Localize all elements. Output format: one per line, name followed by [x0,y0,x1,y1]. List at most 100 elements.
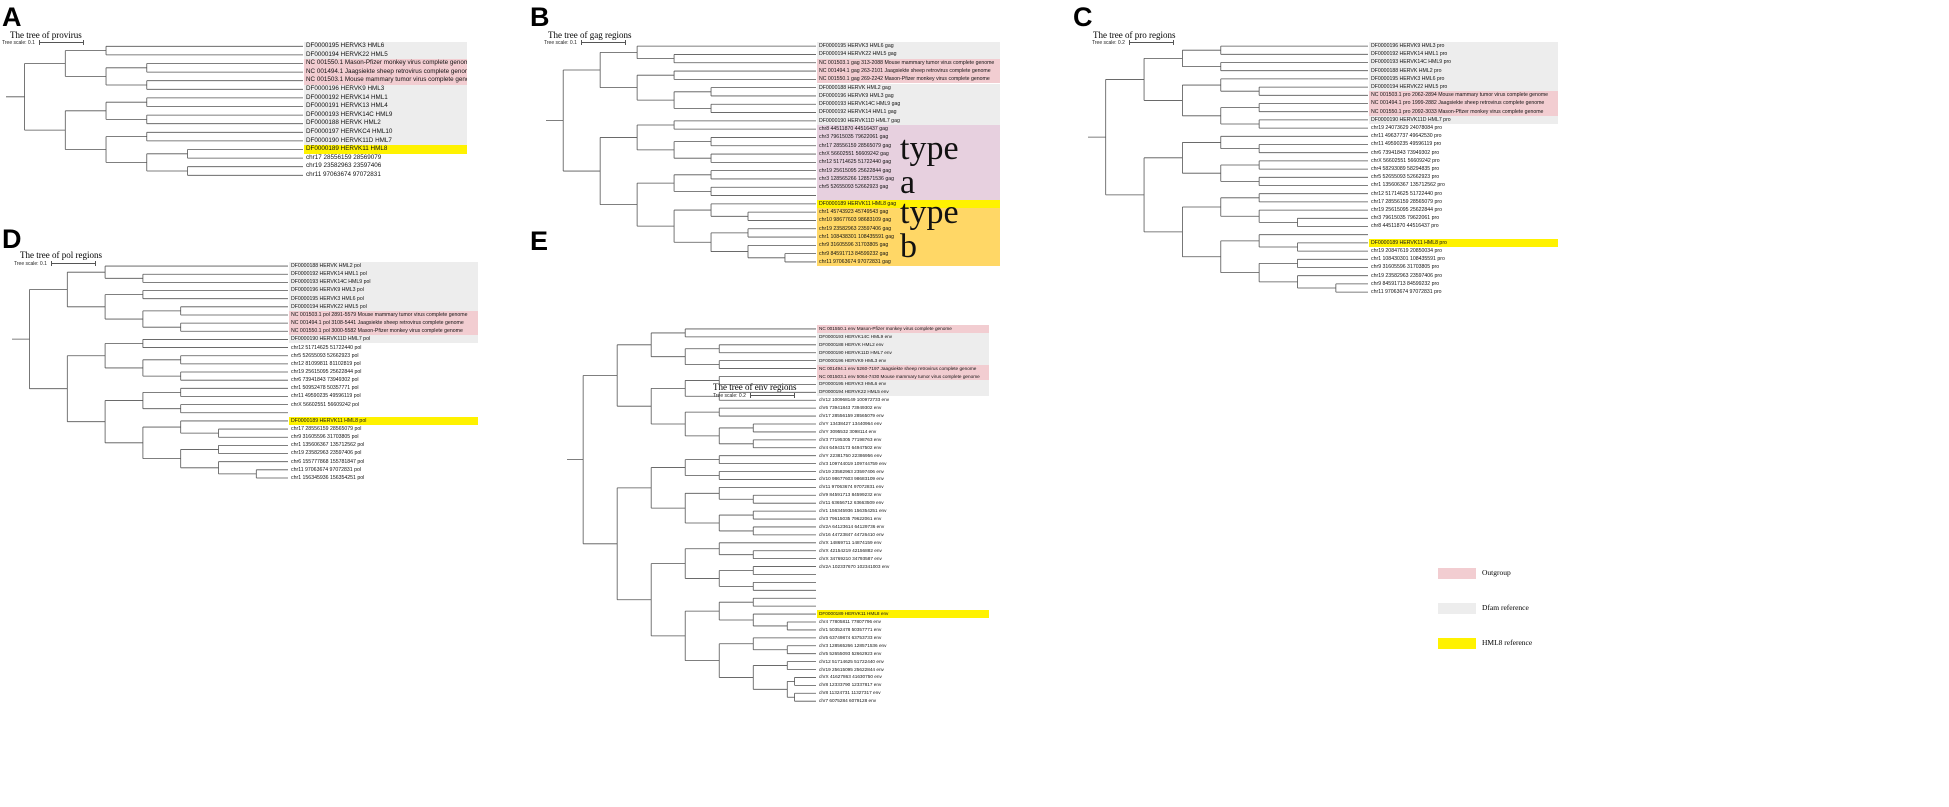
leaf-label: DF0000189 HERVK11 HML8 env [819,611,889,617]
leaf-label: NC 001503.1 pol 2891-5579 Mouse mammary … [291,311,468,318]
leaf-label [819,594,989,602]
leaf-label: DF0000190 HERVK11D HML7 [306,136,392,144]
leaf-label: chr10 98677603 98683109 env [819,476,884,482]
leaf-label: chr1 156345936 156354251 pol [291,474,365,481]
leaf-label: chrY 22381750 22386956 env [819,452,882,458]
leaf-label: chr17 28556159 28565079 env [819,413,884,419]
leaf-label: DF0000190 HERVK11D HML7 env [819,349,892,355]
leaf-label: chr9 84591713 84599232 env [819,492,882,498]
phylogenetic-tree [546,45,816,263]
leaf-label: chr9 31605596 31703805 pol [291,434,359,441]
leaf-label: chr3 79615035 79622061 gag [819,134,889,141]
type-label: type b [900,194,959,265]
leaf-label: chr8 11324731 11327317 env [819,690,881,696]
leaf-label: DF0000195 HERVK3 HML6 pro [1371,75,1445,82]
leaf-label: chr1 45743923 45749543 gag [819,209,889,215]
dfam-band [304,85,467,146]
dfam-band [289,262,478,311]
leaf-label: DF0000194 HERVK22 HML5 pro [1371,84,1448,90]
leaf-label: NC 001503.1 env 5064-7430 Mouse mammary … [819,373,980,379]
leaf-label: DF0000192 HERVK14 HML1 pro [1371,51,1448,58]
leaf-label: DF0000197 HERVKC4 HML10 [306,128,393,135]
leaf-label: chrY 13438427 13440964 env [819,421,882,427]
legend-label: Dfam reference [1482,603,1529,612]
leaf-label: NC 001494.1 gag 263-2101 Jaagsiekte shee… [819,67,991,74]
leaf-label: DF0000195 HERVK3 HML6 gag [819,43,894,49]
panel-title: The tree of env regions [713,382,797,392]
leaf-label: chr5 63749874 63753733 env [819,634,882,640]
leaf-label: chr1 156345936 156354251 env [819,508,887,514]
leaf-label: chr6 73941843 73949302 pol [291,377,359,384]
outgroup-band [1369,91,1558,116]
leaf-label: chr12 51714625 51722440 env [819,658,884,664]
panel-letter: D [2,224,22,254]
leaf-label: DF0000190 HERVK11D HML7 gag [819,117,900,124]
tree-scale: Tree scale: 0.1 [2,40,84,46]
tree-scale-label: Tree scale: 0.2 [713,393,746,399]
panel-title: The tree of pro regions [1093,30,1176,40]
dfam-band [817,83,1000,125]
legend-swatch [1438,603,1476,614]
panel-letter: C [1073,2,1093,32]
leaf-label: DF0000195 HERVK3 HML6 pol [291,295,364,302]
hml8-band [817,199,1000,208]
leaf-label: chr12 51714625 51722440 pol [291,344,362,351]
leaf-label: chrX 56602551 56609242 gag [819,150,889,157]
leaf-label: NC 001494.1 Jaagsiekte sheep retrovirus … [306,67,467,75]
leaf-label: chr3 128565266 128571536 gag [819,175,895,182]
panel-title: The tree of pol regions [20,250,102,260]
leaf-label: DF0000195 HERVK3 HML6 [306,42,385,49]
tree-scale: Tree scale: 0.2 [713,393,795,399]
type_a-band [817,125,1000,200]
panel-title: The tree of provirus [10,30,82,40]
leaf-label: NC 001503.1 pro 2062-2894 Mouse mammary … [1371,92,1549,99]
tree-scale-label: Tree scale: 0.1 [544,40,577,46]
panel-letter: A [2,2,22,32]
leaf-label: chr4 64943173 64947502 env [819,444,882,450]
scale-bar [50,261,96,267]
leaf-label: chr19 23582963 23597406 env [819,468,884,474]
leaf-label: DF0000194 HERVK22 HML5 [306,50,388,58]
legend-label: Outgroup [1482,568,1511,577]
panel-letter: E [530,226,549,256]
leaf-label: DF0000190 HERVK11D HML7 pro [1371,116,1451,123]
leaf-label: NC 001503.1 Mouse mammary tumor virus co… [306,76,467,84]
outgroup-band [304,59,467,85]
leaf-label: DF0000194 HERVK22 HML5 pol [291,303,367,310]
leaf-label: chr9 84591713 84599232 pro [1371,280,1440,287]
leaf-label: chr3 79615035 79622061 env [819,516,882,522]
dfam-band [1369,42,1558,92]
dfam-band [817,380,989,397]
type-label: type a [900,130,959,201]
leaf-label: NC 001550.1 pro 2092-3033 Mason-Pfizer m… [1371,108,1544,115]
panel-letter: B [530,2,550,32]
leaf-label: chr19 20847619 20850034 pro [1371,248,1442,254]
leaf-label: chr17 28556159 28569079 [306,153,382,161]
scale-bar [1128,40,1174,46]
leaf-label: chr19 23582963 23597406 pro [1371,272,1442,279]
leaf-label: DF0000192 HERVK14 HML1 pol [291,271,367,278]
tree-scale-label: Tree scale: 0.2 [1092,40,1125,46]
legend-label: HML8 reference [1482,638,1533,647]
leaf-label: chr1 50952478 50357771 pol [291,385,359,392]
tree-scale: Tree scale: 0.1 [544,40,626,46]
leaf-label: NC 001494.1 env 5260-7197 Jaagsiekte she… [819,365,977,371]
scale-bar [38,40,84,46]
dfam-band [304,42,467,60]
leaf-label: DF0000196 HERVK9 HML3 [306,85,385,92]
scale-bar [749,393,795,399]
leaf-label: DF0000189 HERVK11 HML8 pol [291,417,367,424]
leaf-label: chr11 49590235 49596119 pol [291,393,361,400]
leaf-label: DF0000191 HERVK13 HML4 [306,102,388,110]
tree-scale: Tree scale: 0.1 [14,261,96,267]
leaf-label: chr11 49590235 49596119 pro [1371,141,1442,148]
tree-scale: Tree scale: 0.2 [1092,40,1174,46]
outgroup-band [817,364,989,381]
leaf-label: chr6 155777868 155781847 pol [291,458,365,465]
leaf-label: chr1 135606367 135712562 pol [291,442,365,449]
leaf-label: DF0000193 HERVK14C HML9 pro [1371,59,1452,66]
leaf-label: DF0000194 HERVK22 HML5 gag [819,51,897,58]
leaf-label: DF0000192 HERVK14 HML1 [306,93,388,101]
hml8-band [289,416,478,425]
leaf-label: DF0000195 HERVK3 HML6 env [819,381,887,387]
